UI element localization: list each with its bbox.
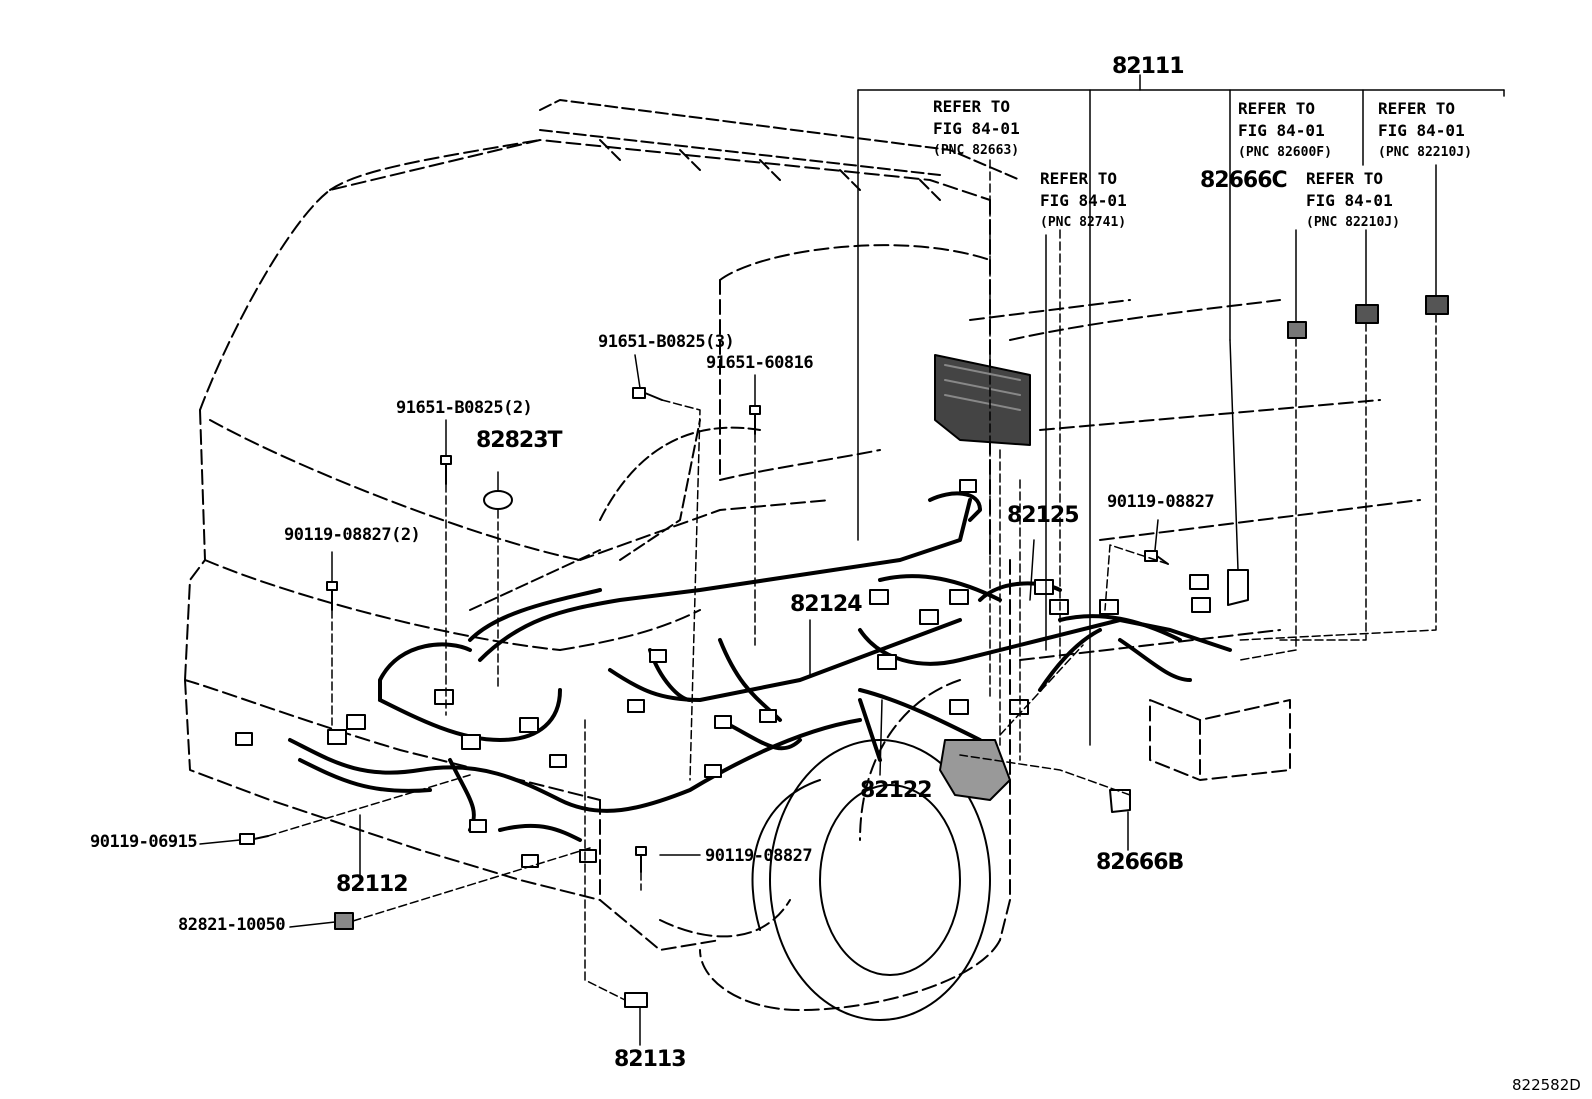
label-90119-08827-bottom: 90119-08827 [705, 846, 813, 866]
label-82666B: 82666B [1096, 850, 1184, 875]
ref-note-82210J-b: REFER TO FIG 84-01 (PNC 82210J) [1378, 98, 1472, 164]
label-91651-B0825-3: 91651-B0825(3) [598, 332, 735, 352]
wire-harness [288, 491, 1232, 842]
ref-note-line3: (PNC 82663) [933, 143, 1020, 158]
label-90119-08827-2: 90119-08827(2) [284, 525, 421, 545]
label-90119-08827-right: 90119-08827 [1107, 492, 1215, 512]
front-wheel [751, 739, 991, 1021]
label-82124: 82124 [790, 592, 863, 617]
label-82823T: 82823T [476, 428, 563, 453]
ref-note-line2: FIG 84-01 [1378, 121, 1465, 140]
ref-note-line3: (PNC 82741) [1040, 215, 1127, 230]
ref-note-line1: REFER TO [933, 97, 1011, 116]
label-91651-B0825-2: 91651-B0825(2) [396, 398, 533, 418]
ref-note-82741: REFER TO FIG 84-01 (PNC 82741) [1040, 168, 1127, 234]
ref-note-82210J-a: REFER TO FIG 84-01 (PNC 82210J) [1306, 168, 1400, 234]
ref-note-line3: (PNC 82210J) [1306, 215, 1400, 230]
label-82122: 82122 [860, 778, 933, 803]
ref-note-line1: REFER TO [1040, 169, 1118, 188]
label-90119-06915: 90119-06915 [90, 832, 198, 852]
connectors [235, 479, 1211, 868]
ref-note-line3: (PNC 82210J) [1378, 145, 1472, 160]
label-91651-60816: 91651-60816 [706, 353, 814, 373]
label-82113: 82113 [614, 1047, 687, 1072]
ref-note-line3: (PNC 82600F) [1238, 145, 1332, 160]
ecu-module [934, 354, 1031, 446]
ref-note-82600F: REFER TO FIG 84-01 (PNC 82600F) [1238, 98, 1332, 164]
label-82111: 82111 [1112, 54, 1185, 79]
diagram-code: 822582D [1512, 1076, 1581, 1094]
ref-note-line1: REFER TO [1378, 99, 1456, 118]
ref-note-line2: FIG 84-01 [1306, 191, 1393, 210]
label-82666C: 82666C [1200, 168, 1288, 193]
label-82821-10050: 82821-10050 [178, 915, 286, 935]
ref-note-line2: FIG 84-01 [1040, 191, 1127, 210]
ref-note-line1: REFER TO [1306, 169, 1384, 188]
leader-lines-solid [199, 74, 1505, 1046]
label-82125: 82125 [1007, 503, 1080, 528]
ref-note-line1: REFER TO [1238, 99, 1316, 118]
ref-note-82663: REFER TO FIG 84-01 (PNC 82663) [933, 96, 1020, 162]
ref-note-line2: FIG 84-01 [933, 119, 1020, 138]
label-82112: 82112 [336, 872, 409, 897]
ref-note-line2: FIG 84-01 [1238, 121, 1325, 140]
roof-detail [469, 99, 1021, 611]
leader-lines [267, 159, 1437, 1001]
